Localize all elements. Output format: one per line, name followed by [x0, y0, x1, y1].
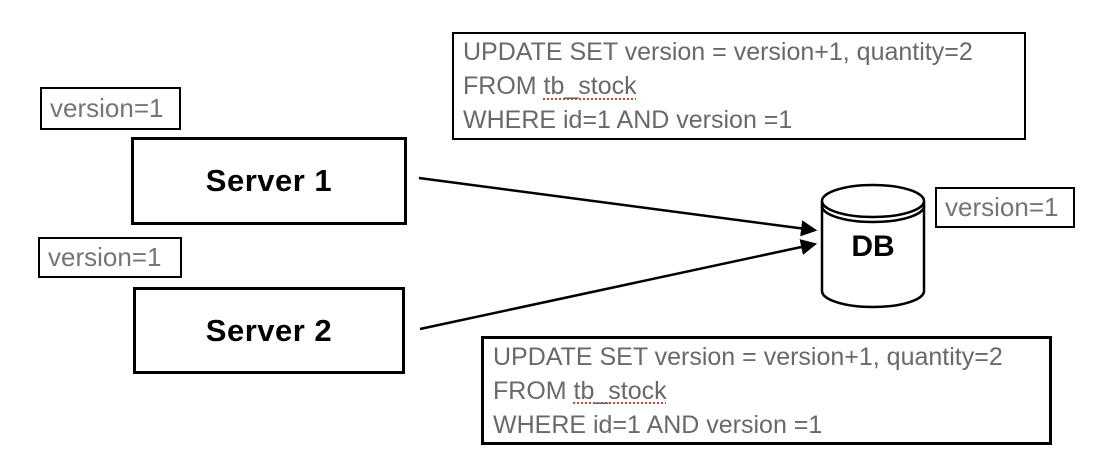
sql-bottom-line2: FROM tb_stock	[493, 374, 1040, 408]
sql-top-line3: WHERE id=1 AND version =1	[463, 106, 793, 134]
database-version-badge: version=1	[935, 187, 1075, 228]
database-label: DB	[851, 230, 895, 263]
sql-top-table-name: tb_stock	[543, 72, 637, 100]
server1-node: Server 1	[131, 137, 407, 225]
database-cylinder-top	[820, 183, 926, 219]
server1-label: Server 1	[205, 163, 333, 198]
sql-top-from-keyword: FROM	[463, 72, 544, 100]
server2-label: Server 2	[205, 312, 333, 348]
arrow-server1-to-db	[418, 176, 818, 237]
sql-top-line2: FROM tb_stock	[463, 69, 1015, 103]
sql-bottom-line3: WHERE id=1 AND version =1	[493, 410, 823, 439]
sql-top-line1: UPDATE SET version = version+1, quantity…	[463, 38, 973, 66]
server2-node: Server 2	[133, 287, 405, 374]
server1-version-badge: version=1	[40, 87, 181, 130]
database-cylinder-rim	[820, 205, 926, 224]
sql-bottom-from-keyword: FROM	[493, 376, 574, 405]
sql-bottom-table-name: tb_stock	[573, 376, 667, 405]
sql-statement-bottom: UPDATE SET version = version+1, quantity…	[481, 336, 1052, 445]
arrow-server2-to-db	[419, 239, 818, 331]
sql-bottom-line1: UPDATE SET version = version+1, quantity…	[493, 342, 1003, 371]
sql-statement-top: UPDATE SET version = version+1, quantity…	[452, 32, 1026, 140]
server2-version-badge: version=1	[38, 237, 182, 278]
